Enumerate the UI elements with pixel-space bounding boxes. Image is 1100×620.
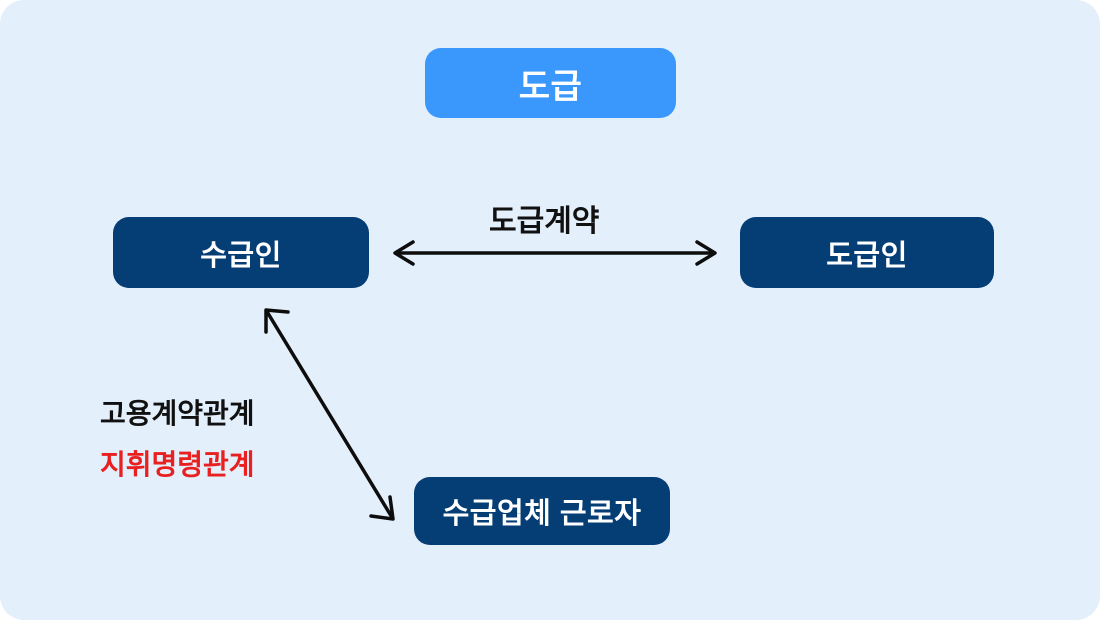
arrowhead-right-icon [695, 240, 717, 266]
edge-label-employment: 고용계약관계 [100, 398, 255, 429]
node-dogeupin[interactable]: 도급인 [740, 217, 994, 288]
node-dogeupin-label: 도급인 [826, 239, 908, 272]
arrow-employment-command [264, 308, 395, 521]
arrow-contract [393, 240, 717, 266]
arrowhead-down-icon [369, 495, 395, 521]
arrowhead-up-icon [264, 308, 290, 334]
node-worker[interactable]: 수급업체 근로자 [414, 477, 670, 545]
arrowhead-left-icon [393, 240, 415, 266]
node-dogeup[interactable]: 도급 [425, 48, 676, 118]
node-sugeupin-label: 수급인 [200, 239, 282, 272]
node-dogeup-label: 도급 [518, 67, 583, 106]
node-worker-label: 수급업체 근로자 [442, 498, 642, 530]
edge-label-command: 지휘명령관계 [100, 449, 255, 480]
node-sugeupin[interactable]: 수급인 [113, 217, 369, 288]
edge-label-contract: 도급계약 [489, 205, 600, 238]
